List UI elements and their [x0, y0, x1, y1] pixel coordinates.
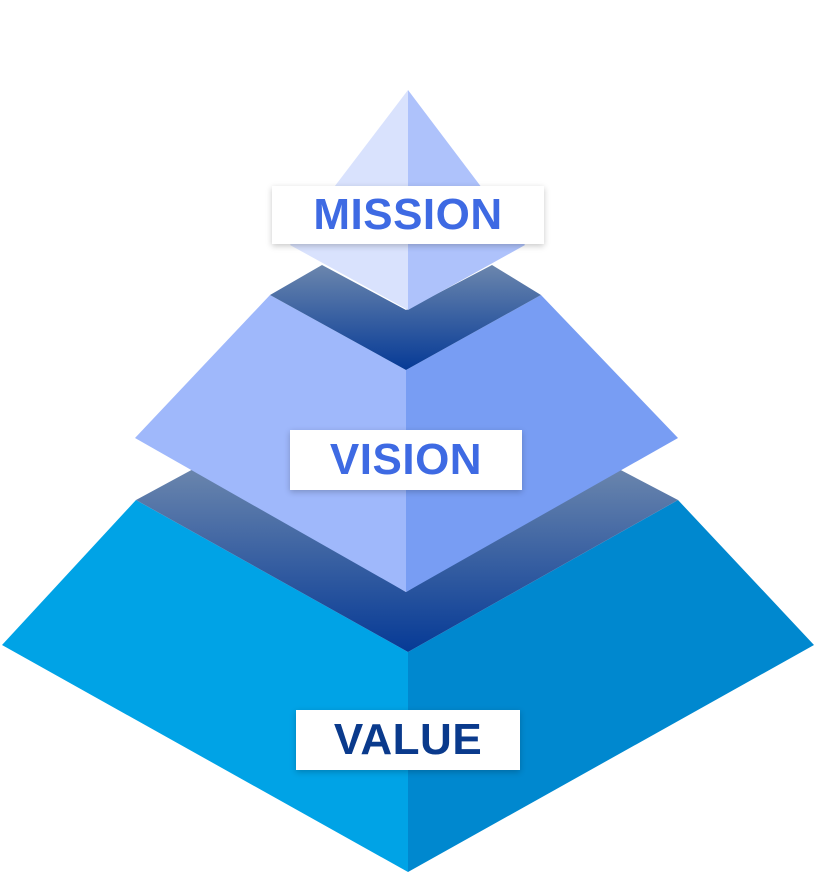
- value-tier-left-face: [2, 500, 408, 872]
- value-tier-right-face: [408, 500, 814, 872]
- vision-tier-right-face: [406, 295, 678, 592]
- mission-vision-groove: [270, 265, 541, 370]
- vision-label: VISION: [290, 430, 522, 490]
- mission-label: MISSION: [272, 186, 544, 244]
- value-label: VALUE: [296, 710, 520, 770]
- vision-tier-left-face: [135, 295, 406, 592]
